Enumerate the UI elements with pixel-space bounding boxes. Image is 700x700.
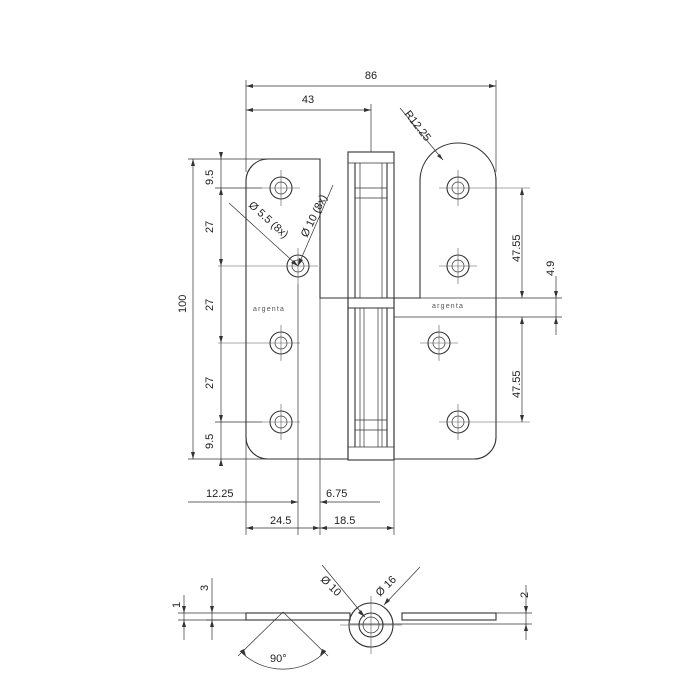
- dim-r1225: R12.25: [402, 108, 433, 143]
- dim-left-bottom: 9.5: [204, 434, 216, 449]
- left-hole-1: [262, 170, 300, 206]
- dim-left-27b: 27: [204, 299, 216, 311]
- dim-right-top: 47.55: [511, 234, 523, 262]
- dim-24-5: 24.5: [270, 515, 291, 527]
- dim-18-5: 18.5: [334, 515, 355, 527]
- dim-side-1: 1: [171, 602, 183, 608]
- dimension-overall-width: 86: [245, 70, 497, 172]
- dim-6-75: 6.75: [326, 488, 347, 500]
- right-leaf: [393, 142, 497, 460]
- right-hole-3: [420, 325, 458, 361]
- dim-left-27a: 27: [204, 221, 216, 233]
- dim-right-offset: 4.9: [545, 261, 557, 276]
- side-view-hinge: 90°: [237, 596, 497, 670]
- dim-hole-small: Ø 5.5 (8x): [246, 199, 290, 241]
- right-hole-4: [439, 404, 530, 440]
- dim-right-bottom: 47.55: [511, 370, 523, 398]
- dim-86: 86: [365, 70, 377, 82]
- dimension-corner-radius: R12.25: [399, 107, 444, 161]
- dim-side-pin: Ø 10: [318, 574, 343, 599]
- dim-side-3: 3: [199, 585, 211, 591]
- right-hole-1: [439, 170, 530, 206]
- left-hole-4: [262, 404, 300, 440]
- dimension-pin-offset: 43: [246, 94, 372, 152]
- dim-angle-90: 90°: [270, 653, 287, 665]
- left-hole-2: [218, 248, 318, 284]
- side-view-dimensions: 1 3 2 Ø 10 Ø 16: [171, 564, 532, 640]
- dim-side-barrel: Ø 16: [374, 574, 399, 599]
- dimension-left-chain: 100 9.5 27 27 27 9.5: [177, 152, 270, 466]
- dim-left-top: 9.5: [204, 170, 216, 185]
- dim-43: 43: [302, 94, 314, 106]
- dimension-right-chain: 47.55 4.9 47.55: [394, 188, 562, 422]
- hinge-knuckle: [347, 151, 395, 461]
- dim-left-27c: 27: [204, 377, 216, 389]
- dimension-bottom-chain: 12.25 6.75 24.5 18.5: [188, 284, 395, 535]
- brand-mark-left: argenta: [253, 306, 285, 313]
- dim-12-25: 12.25: [206, 488, 234, 500]
- right-hole-2: [439, 248, 477, 284]
- dim-side-2: 2: [519, 592, 531, 598]
- brand-mark-right: argenta: [432, 303, 464, 310]
- dim-100: 100: [177, 295, 189, 313]
- dim-hole-large: Ø 10 (8x): [299, 193, 330, 239]
- left-hole-3: [218, 325, 300, 361]
